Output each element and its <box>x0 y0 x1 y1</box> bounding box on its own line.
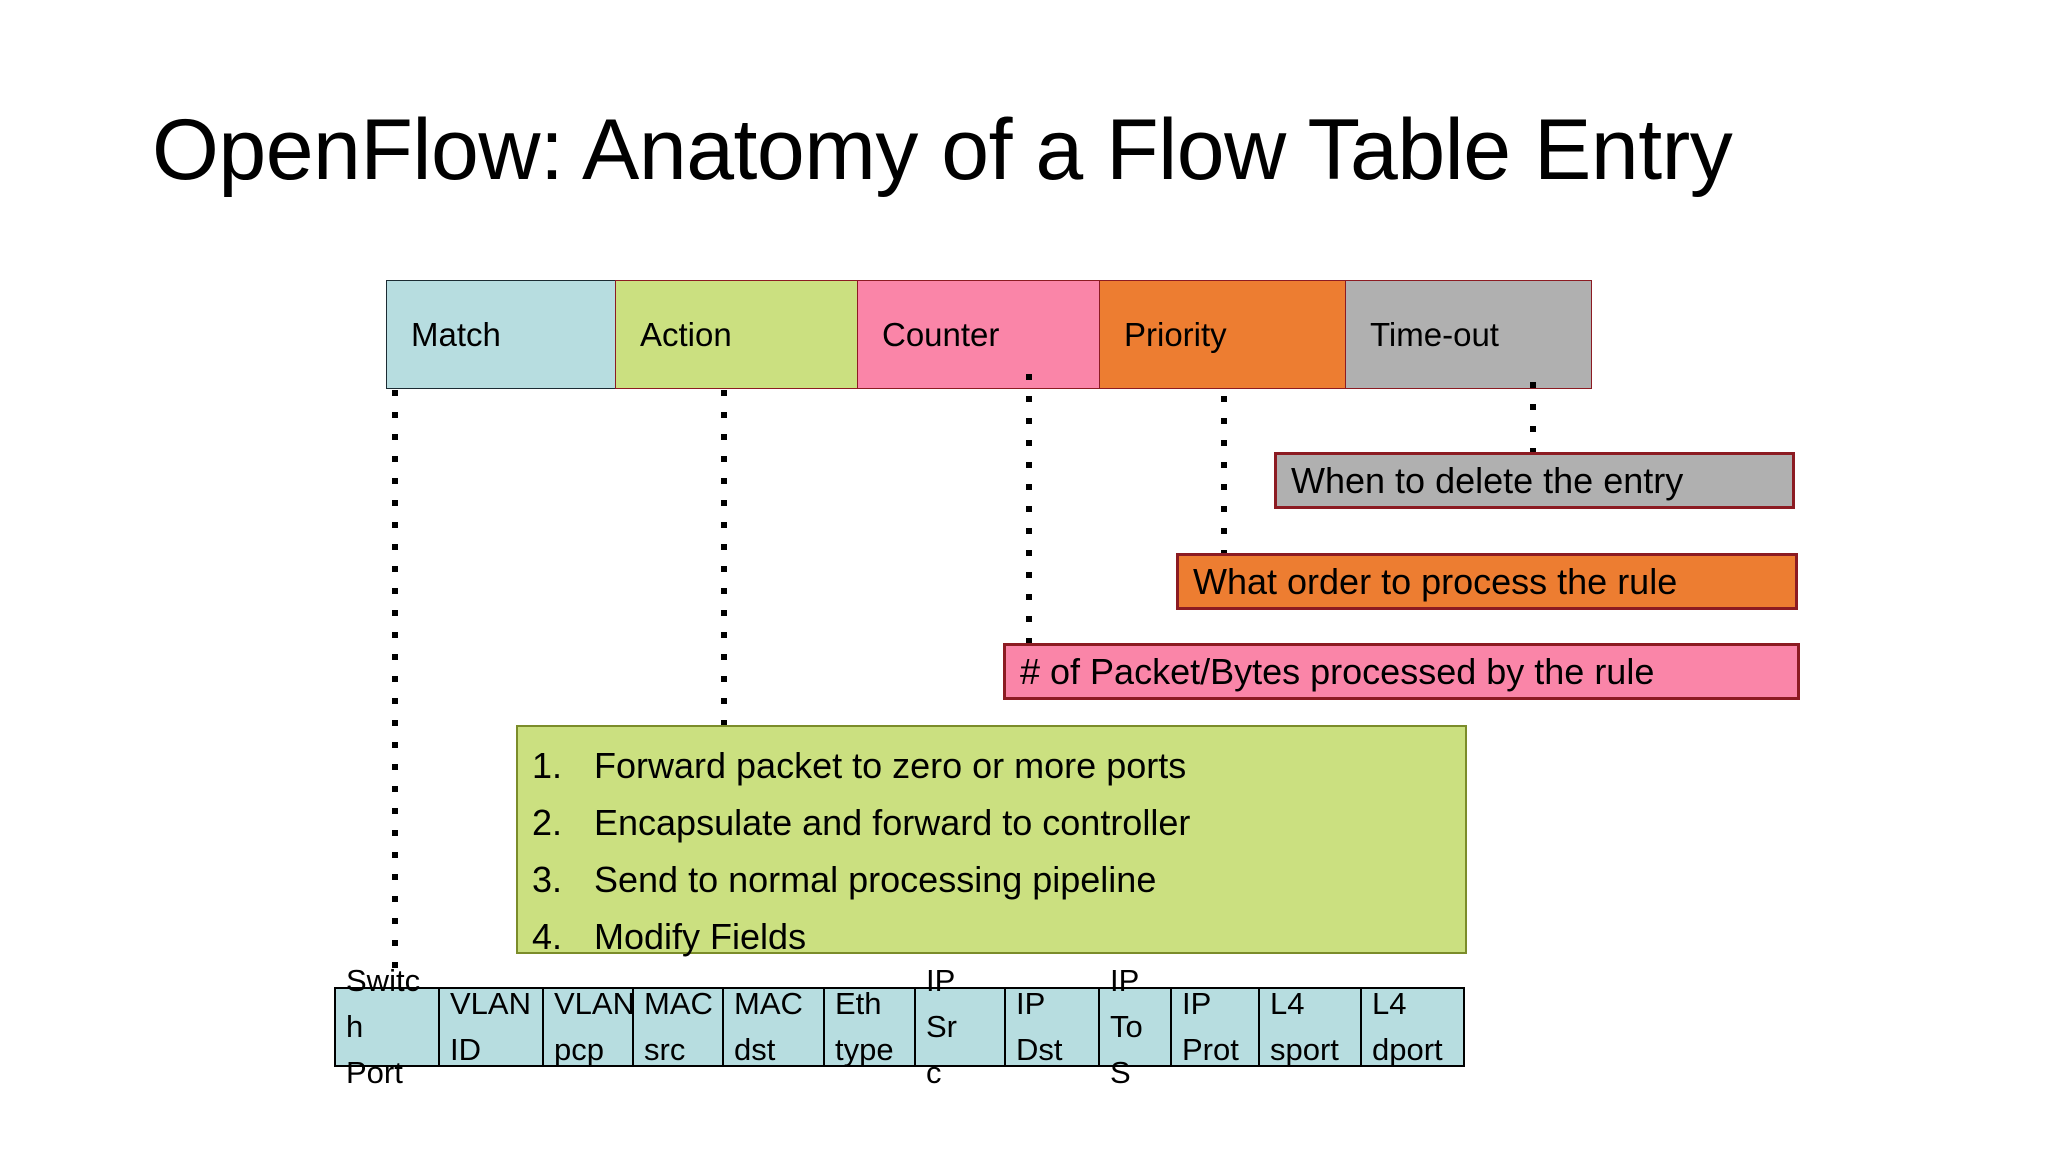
match-field-label: VLAN ID <box>450 986 531 1067</box>
match-field-label: Eth type <box>835 986 894 1067</box>
callout-action-list: 1. Forward packet to zero or more ports 2.… <box>516 725 1467 957</box>
page-title: OpenFlow: Anatomy of a Flow Table Entry <box>152 102 1733 198</box>
action-item-number: 4. <box>532 916 563 957</box>
match-field-cell: IP To S <box>1098 963 1172 1090</box>
flow-field-label: Counter <box>882 315 1000 353</box>
action-list-item: 4. Modify Fields <box>532 908 1465 965</box>
match-field-label: L4 sport <box>1270 986 1339 1067</box>
connector-line-action <box>721 390 727 727</box>
callout-timeout-label: When to delete the entry <box>1291 459 1684 501</box>
flow-field-priority: Priority <box>1099 280 1346 389</box>
match-field-cell: Switc h Port <box>334 963 440 1090</box>
match-field-cell: VLAN ID <box>438 986 544 1067</box>
action-list-item: 1. Forward packet to zero or more ports <box>532 737 1465 794</box>
match-field-label: IP Dst <box>1016 986 1063 1067</box>
flow-field-time-out: Time-out <box>1345 280 1592 389</box>
callout-counter-label: # of Packet/Bytes processed by the rule <box>1020 650 1655 692</box>
match-field-label: L4 dport <box>1372 986 1443 1067</box>
flow-field-label: Priority <box>1124 315 1227 353</box>
match-field-cell: VLAN pcp <box>542 986 635 1067</box>
match-field-cell: MAC dst <box>722 986 825 1067</box>
match-field-cell: IP Sr c <box>914 963 1006 1090</box>
action-item-label: Encapsulate and forward to controller <box>594 802 1191 843</box>
flow-field-label: Time-out <box>1370 315 1499 353</box>
match-field-label: MAC dst <box>734 986 803 1067</box>
action-item-label: Forward packet to zero or more ports <box>594 745 1187 786</box>
flow-field-counter: Counter <box>857 280 1100 389</box>
action-item-label: Send to normal processing pipeline <box>594 859 1157 900</box>
match-field-cell: L4 sport <box>1258 986 1362 1067</box>
action-item-number: 3. <box>532 859 563 900</box>
match-field-label: Switc h Port <box>346 963 421 1090</box>
match-field-label: VLAN pcp <box>554 986 635 1067</box>
callout-priority: What order to process the rule <box>1176 553 1798 610</box>
flow-field-label: Match <box>411 315 501 353</box>
match-field-cell: IP Dst <box>1004 986 1100 1067</box>
action-list-item: 2. Encapsulate and forward to controller <box>532 794 1465 851</box>
action-list: 1. Forward packet to zero or more ports 2.… <box>532 737 1465 965</box>
flow-field-label: Action <box>640 315 732 353</box>
callout-timeout: When to delete the entry <box>1274 452 1795 509</box>
flow-field-match: Match <box>386 280 616 389</box>
match-field-cell: IP Prot <box>1170 986 1260 1067</box>
match-field-label: IP To S <box>1110 963 1143 1090</box>
flow-entry-header-row: Match Action Counter Priority Time-out <box>386 280 1592 389</box>
connector-line-match <box>392 390 398 984</box>
connector-line-time-out <box>1530 382 1536 454</box>
callout-counter: # of Packet/Bytes processed by the rule <box>1003 643 1800 700</box>
callout-priority-label: What order to process the rule <box>1193 560 1678 602</box>
flow-field-action: Action <box>615 280 858 389</box>
match-field-label: IP Sr c <box>926 963 957 1090</box>
match-field-cell: MAC src <box>632 986 724 1067</box>
match-field-cell: L4 dport <box>1360 986 1465 1067</box>
action-item-label: Modify Fields <box>594 916 807 957</box>
match-field-label: MAC src <box>644 986 713 1067</box>
match-field-cell: Eth type <box>823 986 916 1067</box>
connector-line-counter <box>1026 374 1032 646</box>
action-item-number: 1. <box>532 745 563 786</box>
action-item-number: 2. <box>532 802 563 843</box>
match-field-label: IP Prot <box>1182 986 1239 1067</box>
connector-line-priority <box>1221 396 1227 556</box>
action-list-item: 3. Send to normal processing pipeline <box>532 851 1465 908</box>
